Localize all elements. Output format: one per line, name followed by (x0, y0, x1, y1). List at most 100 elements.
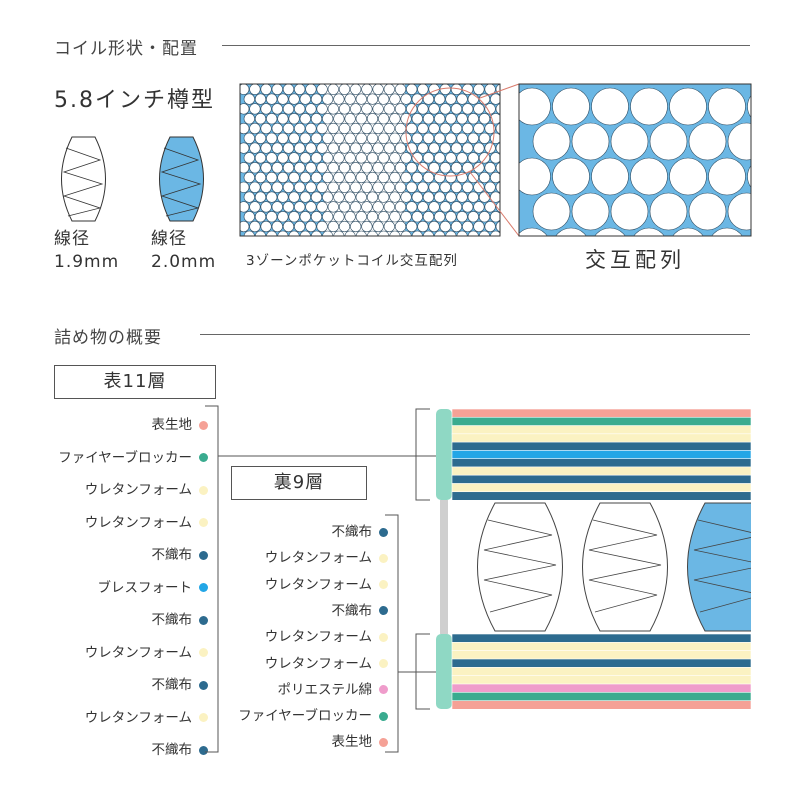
coil-grid-circle (422, 211, 435, 223)
coil-grid-circle (495, 221, 500, 232)
coil-grid-circle (322, 132, 334, 144)
coil-grid-circle (378, 132, 390, 144)
coil-grid-circle (422, 152, 435, 164)
coil-grid-circle (473, 162, 485, 174)
coil-grid-circle (294, 181, 306, 193)
coil-grid-circle (277, 132, 289, 144)
bottom-layer-color-dot (379, 553, 388, 563)
coil-grid-circle (260, 84, 272, 95)
coil-grid-circle (450, 201, 463, 213)
coil-grid-circle (383, 122, 395, 135)
coil-grid-circle (310, 211, 323, 223)
top-list-bracket (205, 405, 219, 753)
bottom-layer-color-dot (379, 659, 388, 668)
zoom-coil-circle (591, 157, 629, 196)
coil-grid-circle (338, 201, 351, 213)
coil-grid-circle (445, 113, 457, 125)
coil-grid-circle (316, 162, 328, 174)
top-layer-color-dot (199, 550, 208, 560)
core-coil-2-spring (588, 519, 662, 613)
coil-grid-circle (490, 230, 500, 236)
bottom-layer-label: 表生地 (331, 734, 373, 751)
bottom-layer-label: ポリエステル綿 (277, 681, 373, 698)
coil-grid-circle (305, 142, 317, 154)
coil-grid-circle (355, 113, 367, 125)
zoom-region-marker (405, 87, 495, 177)
coil-grid-circle (260, 122, 272, 135)
coil-grid-circle (243, 113, 255, 125)
coil-grid-circle (383, 201, 395, 213)
zoom-caption: 交互配列 (585, 248, 685, 272)
coil-grid-circle (428, 103, 440, 115)
coil-grid-circle (450, 181, 463, 193)
coil-grid-circle (350, 142, 362, 154)
bottom-layer-label: ウレタンフォーム (264, 576, 372, 593)
bottom-layer-color-dot (379, 606, 388, 616)
coil-grid-circle (484, 220, 496, 233)
coil-grid-circle (366, 113, 379, 125)
top-layer-item: ウレタンフォーム (85, 641, 208, 661)
top-layer-item: 不織布 (152, 608, 208, 628)
coil-grid-circle (366, 132, 379, 144)
coil-grid-circle (434, 113, 446, 125)
coil-grid-circle (254, 191, 267, 203)
coil-layout-diagram (239, 83, 752, 237)
coil-grid-circle (439, 181, 451, 193)
coil-grid-circle (389, 113, 401, 125)
barrel-coil-figures (61, 136, 204, 222)
coil-grid-circle (294, 201, 306, 213)
coil-grid-circle (490, 211, 500, 223)
coil-grid-circle (294, 122, 306, 135)
coil-grid-circle (456, 230, 468, 236)
coil-grid-circle (439, 201, 451, 213)
bottom-stack-bracket (415, 633, 430, 710)
coil-grid-circle (254, 113, 267, 125)
coil-grid-circle (243, 152, 255, 164)
zoom-coil-circle (532, 192, 571, 231)
top-layer-band (451, 433, 752, 443)
coil-grid-circle (310, 171, 323, 184)
coil-grid-circle (467, 191, 479, 203)
coil-grid-circle (417, 220, 429, 233)
coil-grid-circle (406, 220, 418, 233)
top-layer-label: ウレタンフォーム (84, 709, 192, 726)
coil-grid-circle (400, 211, 412, 223)
coil-grid-circle (383, 162, 395, 174)
coil-grid-circle (299, 93, 311, 105)
coil-grid-circle (378, 230, 390, 236)
coil-grid-circle (445, 230, 457, 236)
coil-grid-circle (445, 191, 457, 203)
coil-grid-circle (366, 152, 379, 164)
coil-grid-circle (473, 201, 485, 213)
zoom-coil-circle (688, 122, 727, 161)
coil-grid-circle (389, 230, 401, 236)
coil-grid-circle (277, 230, 289, 236)
top-layer-item: 不織布 (152, 738, 208, 758)
bottom-layer-item: ファイヤーブロッカー (238, 704, 388, 724)
coil-grid-circle (316, 201, 328, 213)
coil-grid-circle (473, 220, 485, 233)
coil-grid-circle (288, 191, 300, 203)
coil-grid-circle (294, 220, 306, 233)
top-layer-color-dot (199, 713, 208, 722)
bottom-layer-color-dot (379, 737, 388, 747)
coil-grid-circle (439, 220, 451, 233)
zoom-coil-circle (630, 157, 668, 196)
coil-grid-circle (490, 152, 500, 164)
coil-grid-circle (372, 201, 384, 213)
coil-grid-circle (282, 84, 295, 95)
zoom-coil-circle (555, 227, 587, 236)
coil-2-wire-label: 線径 (151, 229, 187, 249)
coil-grid-circle (305, 103, 317, 115)
coil-grid-circle (316, 84, 328, 95)
top-layer-color-dot (199, 518, 208, 527)
coil-grid-circle (322, 191, 334, 203)
bottom-layer-label: ファイヤーブロッカー (238, 708, 372, 725)
coil-grid-circle (456, 191, 468, 203)
coil-core-springs (477, 502, 751, 632)
coil-grid-circle (299, 132, 311, 144)
filling-section-divider (200, 334, 750, 335)
coil-grid-circle (260, 162, 272, 174)
top-layer-color-dot (199, 583, 208, 592)
coil-grid-circle (254, 171, 267, 184)
